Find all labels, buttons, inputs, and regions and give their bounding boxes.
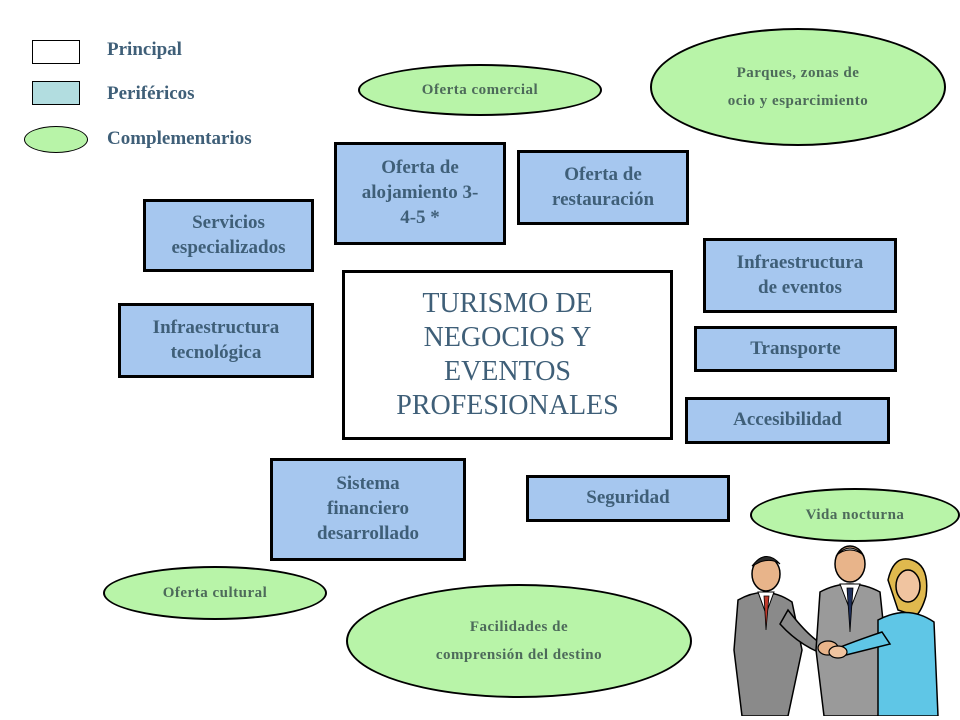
ellipse-oferta-comercial: Oferta comercial (358, 64, 602, 116)
center-main-box: TURISMO DE NEGOCIOS Y EVENTOS PROFESIONA… (342, 270, 673, 440)
ellipse-oferta-cultural: Oferta cultural (103, 566, 327, 620)
ellipse-facilidades-destino: Facilidades de comprensión del destino (346, 584, 692, 698)
man-left-figure (733, 556, 823, 716)
handshake-hands (817, 640, 848, 659)
legend-complementarios-swatch (24, 126, 88, 153)
ellipse-parques-ocio: Parques, zonas de ocio y esparcimiento (650, 28, 946, 146)
box-transporte: Transporte (694, 326, 897, 372)
box-infraestructura-tecnologica: Infraestructura tecnológica (118, 303, 314, 378)
box-seguridad: Seguridad (526, 475, 730, 522)
box-oferta-restauracion: Oferta de restauración (517, 150, 689, 225)
ellipse-vida-nocturna: Vida nocturna (750, 488, 960, 542)
woman-right-figure (836, 558, 939, 716)
man-middle-figure (815, 545, 887, 716)
legend-complementarios-label: Complementarios (107, 128, 252, 149)
box-servicios-especializados: Servicios especializados (143, 199, 314, 272)
legend-principal-label: Principal (107, 39, 182, 60)
legend-perifericos-label: Periféricos (107, 83, 195, 104)
box-oferta-alojamiento: Oferta de alojamiento 3- 4-5 * (334, 142, 506, 245)
legend-principal-swatch (32, 40, 80, 64)
box-accesibilidad: Accesibilidad (685, 397, 890, 444)
business-people-handshake-illustration (733, 545, 939, 716)
legend-perifericos-swatch (32, 81, 80, 105)
box-infraestructura-eventos: Infraestructura de eventos (703, 238, 897, 313)
box-sistema-financiero: Sistema financiero desarrollado (270, 458, 466, 561)
